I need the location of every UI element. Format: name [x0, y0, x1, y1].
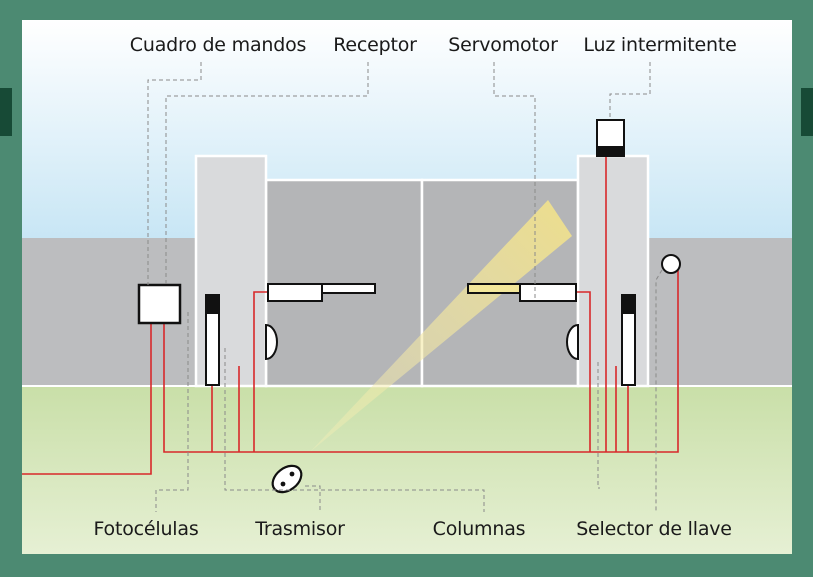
wire-servomotor-right	[576, 291, 591, 452]
leader-receiver	[165, 62, 369, 285]
label-key-selector: Selector de llave	[576, 518, 732, 540]
leader-transmitter	[305, 485, 321, 512]
label-flashing-light: Luz intermitente	[583, 34, 737, 56]
wire-servomotor-left	[253, 291, 268, 452]
photocell-right	[621, 294, 636, 386]
label-transmitter: Trasmisor	[255, 518, 345, 540]
photocell-left	[205, 294, 220, 386]
label-columns: Columnas	[432, 518, 526, 540]
leader-columns-right	[597, 362, 600, 489]
wire-main-bus	[163, 268, 679, 453]
label-servomotor: Servomotor	[448, 34, 558, 56]
leader-control-panel	[147, 62, 202, 285]
transmitter-remote	[271, 464, 303, 494]
leader-flashing-light	[609, 62, 651, 120]
servomotor-right	[467, 283, 577, 302]
flashing-light-lamp	[596, 119, 625, 157]
control-panel-box	[137, 283, 182, 325]
wire-mains	[22, 323, 152, 475]
transmitter-beam	[310, 200, 572, 452]
leader-lines	[147, 62, 663, 512]
frame-tab-right	[801, 88, 813, 136]
column-device-left	[265, 323, 278, 361]
label-photocells: Fotocélulas	[93, 518, 199, 540]
frame-tab-left	[0, 88, 12, 136]
column-device-right	[566, 323, 579, 361]
column-right	[576, 154, 650, 388]
wiring	[22, 156, 679, 475]
leader-photocells	[155, 312, 189, 512]
label-receiver: Receptor	[333, 34, 417, 56]
key-selector-knob	[661, 254, 681, 274]
leader-columns	[224, 348, 485, 512]
leader-servomotor	[493, 62, 536, 300]
servomotor-left	[267, 283, 376, 302]
leader-key-selector	[655, 269, 663, 512]
label-control-panel: Cuadro de mandos	[129, 34, 307, 56]
